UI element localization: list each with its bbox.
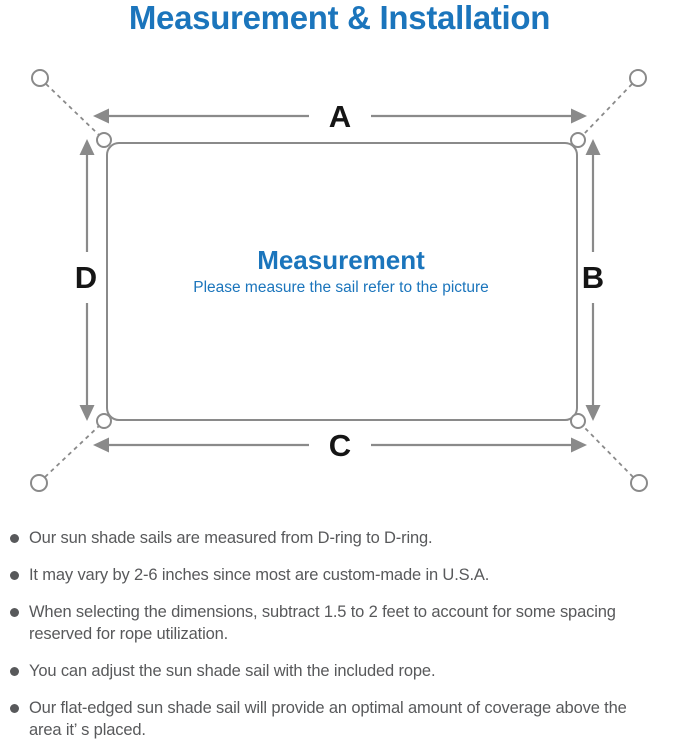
- note-text: You can adjust the sun shade sail with t…: [29, 662, 436, 680]
- bullet-icon: [10, 703, 19, 713]
- arrow-left-icon: [93, 108, 109, 124]
- sail-outline: [106, 142, 578, 421]
- d-ring-top-right: [570, 132, 586, 148]
- d-ring-bottom-left: [96, 413, 112, 429]
- arrow-up-icon: [585, 139, 601, 155]
- guy-line-top-right: [582, 83, 633, 136]
- anchor-point-bottom-right: [630, 474, 648, 492]
- d-ring-top-left: [96, 132, 112, 148]
- arrow-right-icon: [571, 437, 587, 453]
- list-item: You can adjust the sun shade sail with t…: [3, 660, 655, 682]
- diagram-center-title: Measurement: [257, 245, 425, 275]
- diagram-center-subtitle: Please measure the sail refer to the pic…: [193, 279, 489, 296]
- note-text: Our flat-edged sun shade sail will provi…: [29, 699, 627, 739]
- arrow-down-icon: [79, 405, 95, 421]
- notes-list: Our sun shade sails are measured from D-…: [3, 527, 655, 739]
- list-item: Our sun shade sails are measured from D-…: [3, 527, 655, 549]
- list-item: When selecting the dimensions, subtract …: [3, 601, 655, 645]
- arrow-down-icon: [585, 405, 601, 421]
- measurement-diagram: A B C D Measurement Please measure the s…: [30, 69, 648, 492]
- page-title: Measurement & Installation: [128, 0, 551, 36]
- guy-line-bottom-left: [44, 425, 100, 478]
- d-ring-bottom-right: [570, 413, 586, 429]
- anchor-point-top-right: [629, 69, 647, 87]
- dimension-label-b: B: [582, 260, 604, 295]
- arrow-right-icon: [571, 108, 587, 124]
- dimension-label-d: D: [75, 260, 97, 295]
- anchor-point-top-left: [31, 69, 49, 87]
- bullet-icon: [10, 533, 19, 543]
- guy-line-bottom-right: [582, 425, 634, 478]
- bullet-icon: [10, 666, 19, 676]
- arrow-left-icon: [93, 437, 109, 453]
- list-item: Our flat-edged sun shade sail will provi…: [3, 697, 655, 739]
- note-text: When selecting the dimensions, subtract …: [29, 603, 616, 643]
- note-text: It may vary by 2-6 inches since most are…: [29, 566, 490, 584]
- dimension-label-c: C: [329, 428, 351, 463]
- guy-line-top-left: [45, 83, 100, 136]
- bullet-icon: [10, 607, 19, 617]
- note-text: Our sun shade sails are measured from D-…: [29, 529, 433, 547]
- anchor-point-bottom-left: [30, 474, 48, 492]
- arrow-up-icon: [79, 139, 95, 155]
- dimension-label-a: A: [329, 99, 351, 134]
- bullet-icon: [10, 570, 19, 580]
- list-item: It may vary by 2-6 inches since most are…: [3, 564, 655, 586]
